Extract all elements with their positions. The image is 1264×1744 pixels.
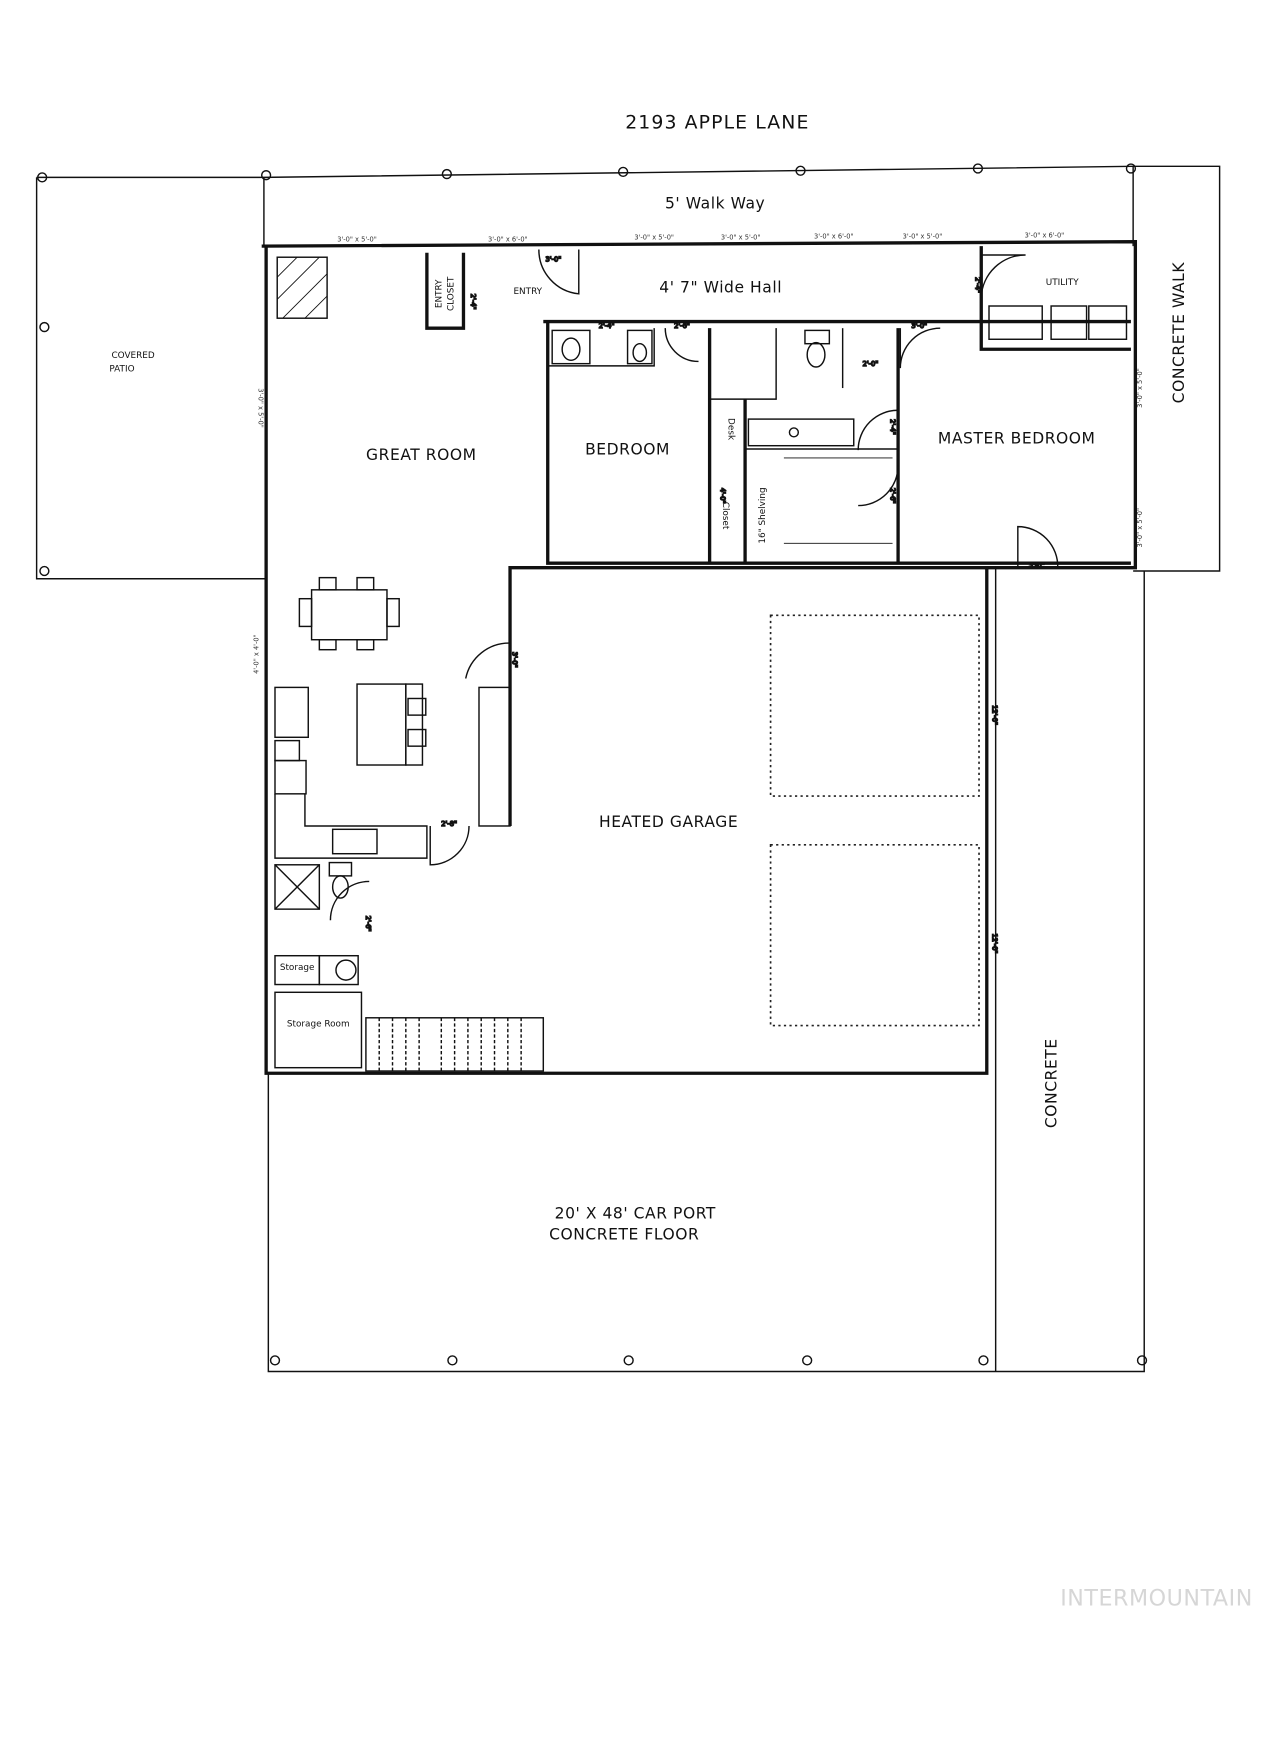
fixtures xyxy=(274,305,1128,1072)
storage-room-label: Storage Room xyxy=(287,1020,350,1030)
svg-text:2'-4": 2'-4" xyxy=(974,277,982,293)
entry-label: ENTRY xyxy=(513,287,542,297)
svg-text:3'-0": 3'-0" xyxy=(510,652,518,668)
svg-text:3'-0" x 5'-0": 3'-0" x 5'-0" xyxy=(903,232,943,240)
svg-text:3'-0": 3'-0" xyxy=(546,256,562,264)
window-labels: 3'-0" x 5'-0" 3'-0" x 6'-0" 3'-0" x 5'-0… xyxy=(252,231,1144,674)
room-labels: 5' Walk Way 4' 7" Wide Hall ENTRY ENTRY … xyxy=(109,194,1188,1243)
great-room-label: GREAT ROOM xyxy=(366,446,477,464)
garage-bay-2 xyxy=(769,844,980,1027)
svg-text:3'-0" x 5'-0": 3'-0" x 5'-0" xyxy=(337,236,377,244)
svg-text:2'-8": 2'-8" xyxy=(441,820,457,828)
shelving-label: 16" Shelving xyxy=(758,487,768,543)
svg-text:4'-0": 4'-0" xyxy=(719,488,727,504)
svg-text:2'-0": 2'-0" xyxy=(863,360,879,368)
fireplace-icon xyxy=(276,256,328,319)
svg-text:3'-0" x 6'-0": 3'-0" x 6'-0" xyxy=(488,236,528,244)
svg-text:3'-0" x 5'-0": 3'-0" x 5'-0" xyxy=(721,233,761,241)
covered-patio-label-2: PATIO xyxy=(109,364,134,374)
hall-label: 4' 7" Wide Hall xyxy=(659,279,782,297)
covered-patio-label: COVERED xyxy=(111,351,154,361)
svg-text:2'-6": 2'-6" xyxy=(364,916,372,932)
desk-label: Desk xyxy=(725,418,735,441)
doors: 3'-0" 2'-4" 2'-4" 2'-4" 2'-6" 3'-0" 2'-0… xyxy=(329,249,1059,954)
svg-text:12'-0": 12'-0" xyxy=(990,705,998,725)
concrete-label: CONCRETE xyxy=(1043,1038,1061,1128)
master-bedroom-label: MASTER BEDROOM xyxy=(938,429,1096,447)
svg-text:2'-4": 2'-4" xyxy=(888,419,896,435)
plan-title: 2193 APPLE LANE xyxy=(625,113,809,134)
utility-label: UTILITY xyxy=(1046,278,1079,288)
svg-text:3'-0" x 5'-0": 3'-0" x 5'-0" xyxy=(256,388,264,428)
entry-closet-label: ENTRY xyxy=(434,279,444,308)
carport-label: 20' X 48' CAR PORT xyxy=(555,1204,716,1222)
storage-label: Storage xyxy=(280,963,315,973)
watermark: INTERMOUNTAIN xyxy=(1060,1585,1253,1611)
svg-text:3'-0" x 6'-0": 3'-0" x 6'-0" xyxy=(1025,231,1065,239)
entry-closet-label-2: CLOSET xyxy=(446,276,456,311)
svg-text:2'-4": 2'-4" xyxy=(599,322,615,330)
svg-text:12'-0": 12'-0" xyxy=(990,934,998,954)
svg-text:3'-0" x 5'-0": 3'-0" x 5'-0" xyxy=(1136,508,1144,548)
svg-text:3'-0": 3'-0" xyxy=(1029,562,1045,570)
site-outline xyxy=(35,163,1221,1366)
svg-text:2'-6": 2'-6" xyxy=(674,322,690,330)
svg-text:3'-0" x 5'-0": 3'-0" x 5'-0" xyxy=(1136,368,1144,408)
svg-text:3'-0" x 6'-0": 3'-0" x 6'-0" xyxy=(814,232,854,240)
garage-bay-1 xyxy=(769,614,980,797)
svg-text:4'-0" x 4'-0": 4'-0" x 4'-0" xyxy=(252,634,260,674)
walkway-label: 5' Walk Way xyxy=(665,194,765,212)
svg-text:2'-6": 2'-6" xyxy=(888,488,896,504)
svg-text:2'-4": 2'-4" xyxy=(469,294,477,310)
house-walls xyxy=(261,240,1138,1075)
heated-garage-label: HEATED GARAGE xyxy=(599,813,738,831)
concrete-walk-label: CONCRETE WALK xyxy=(1170,262,1188,404)
svg-text:3'-0": 3'-0" xyxy=(911,322,927,330)
bedroom-label: BEDROOM xyxy=(585,441,670,459)
carport-outline xyxy=(267,567,1145,1373)
closet-label: Closet xyxy=(720,502,730,530)
carport-floor-label: CONCRETE FLOOR xyxy=(549,1226,699,1244)
svg-text:3'-0" x 5'-0": 3'-0" x 5'-0" xyxy=(634,233,674,241)
